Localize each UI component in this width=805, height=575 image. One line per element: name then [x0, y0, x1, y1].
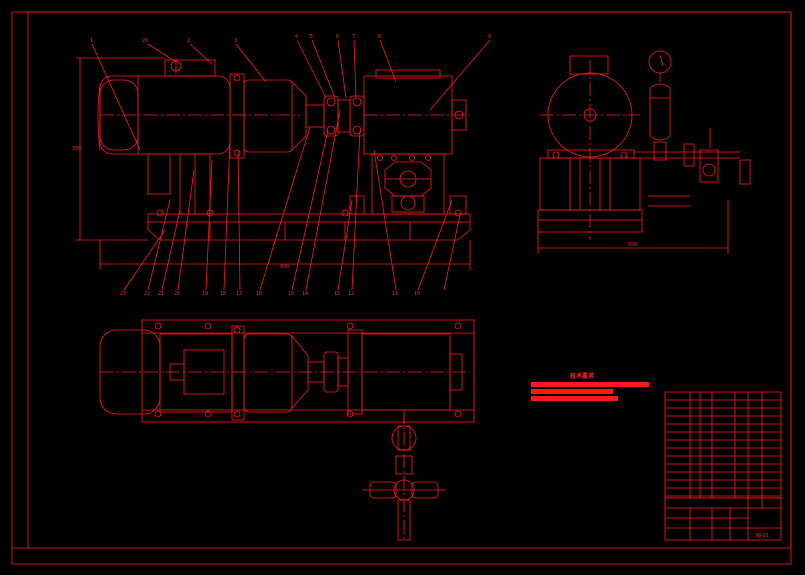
svg-text:8: 8: [378, 34, 381, 40]
technical-notes: 技术要求: [531, 372, 649, 401]
side-view: [537, 50, 751, 254]
svg-text:2: 2: [187, 38, 190, 44]
svg-text:12: 12: [348, 291, 354, 297]
svg-text:13: 13: [334, 291, 340, 297]
outer-border: [11, 11, 792, 565]
svg-text:22: 22: [144, 291, 150, 297]
front-view: [76, 39, 491, 291]
notes-title: 技术要求: [570, 372, 595, 380]
svg-text:6: 6: [336, 34, 339, 40]
svg-text:1: 1: [90, 38, 93, 44]
parts-list-table: [664, 391, 782, 499]
svg-text:350: 350: [72, 146, 81, 152]
inner-border: [27, 11, 792, 549]
svg-text:11: 11: [392, 291, 398, 297]
base-frame: [147, 213, 471, 241]
side-dimension: 500: [628, 242, 637, 248]
front-view-bottom-callouts: 23 22 21 20 19 18 17 16 15 14 13 12 11 1…: [120, 291, 420, 297]
svg-text:20: 20: [142, 38, 148, 44]
svg-text:14: 14: [302, 291, 308, 297]
svg-text:9: 9: [488, 34, 491, 40]
title-block: [664, 497, 782, 541]
drawing-number: BJ-01: [756, 533, 769, 539]
svg-text:3: 3: [234, 38, 237, 44]
svg-text:900: 900: [280, 264, 289, 270]
svg-text:7: 7: [352, 34, 355, 40]
svg-text:15: 15: [288, 291, 294, 297]
svg-text:18: 18: [220, 291, 226, 297]
svg-text:16: 16: [256, 291, 262, 297]
svg-text:4: 4: [295, 34, 298, 40]
svg-text:17: 17: [236, 291, 242, 297]
svg-text:20: 20: [174, 291, 180, 297]
svg-text:23: 23: [120, 291, 126, 297]
front-view-callouts: 1 20 2 3 4 5 6 7 8 9 900 350: [72, 34, 491, 270]
svg-text:10: 10: [414, 291, 420, 297]
svg-text:19: 19: [202, 291, 208, 297]
svg-text:21: 21: [158, 291, 164, 297]
top-view: [99, 319, 475, 541]
svg-text:5: 5: [310, 34, 313, 40]
